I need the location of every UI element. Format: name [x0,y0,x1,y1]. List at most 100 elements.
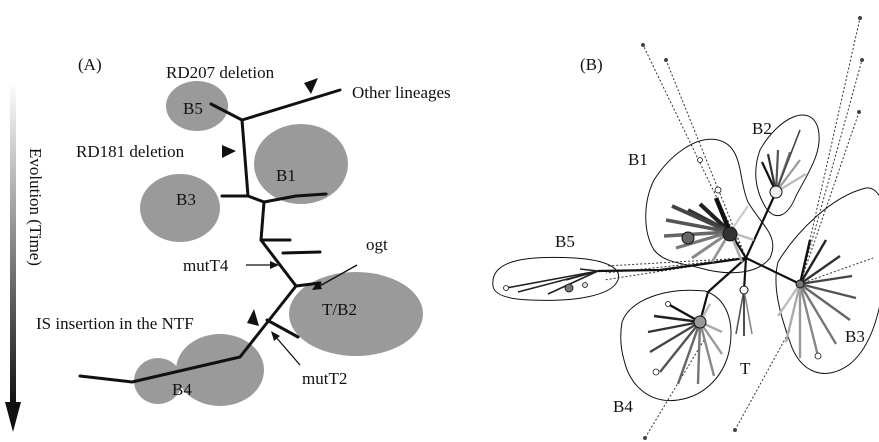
backbone-edge [742,257,748,291]
blob-b3 [140,174,220,242]
mutT2-arrowhead-icon [271,331,280,341]
spoke [713,197,733,233]
node [697,157,703,163]
mutT2-arrow-line [274,335,301,366]
dotted-branch [644,339,705,439]
group-b3-label: B3 [176,190,196,209]
network-b5-label: B5 [555,232,575,251]
group-b5-label: B5 [183,99,203,118]
strand [547,270,599,295]
node-t-group [735,285,753,336]
cluster-outline-b5 [492,256,620,301]
spoke [799,283,851,321]
cluster-outline-b4 [620,289,732,402]
spoke [799,282,857,300]
rd207-label: RD207 deletion [166,63,275,82]
node [652,368,660,376]
spoke [799,255,841,285]
rd181-marker-icon [222,145,236,158]
star-b3 [777,239,857,358]
dotted-branches [603,17,874,439]
spoke [663,230,731,238]
backbone-edge [659,256,747,272]
time-gradient-bar [10,82,16,405]
backbone-edge [744,191,778,259]
spoke [675,230,731,250]
strand [505,270,599,289]
cluster-b5-strands [505,268,599,295]
endpoint-dot [860,58,864,62]
strand [579,268,599,272]
cluster-outline-b3 [775,187,879,374]
mutT4-label: mutT4 [183,256,229,275]
spoke [798,239,828,285]
blob-b4-large [176,334,264,406]
panel-a: (A) Evolution (Time) [5,55,451,432]
spoke [696,321,702,385]
rd207-marker-icon [304,78,318,94]
time-axis-label: Evolution (Time) [26,148,45,266]
cluster-outline-b1 [645,138,774,274]
group-tb2-label: T/B2 [322,300,357,319]
lineage-blobs [134,81,423,406]
endpoint-dot [857,110,861,114]
lineage-tree [78,88,342,384]
hub-node [693,315,707,329]
star-b2 [761,129,807,199]
is-insertion-label: IS insertion in the NTF [36,314,194,333]
time-arrowhead-icon [5,402,21,432]
spoke [775,159,801,193]
ogt-arrowhead-icon [312,281,322,290]
dotted-branch [799,111,860,285]
network-b4-label: B4 [613,397,633,416]
is-insertion-marker-icon [247,309,259,326]
network-b2-label: B2 [752,119,772,138]
node [681,231,695,245]
blob-b1 [254,124,348,204]
spoke [671,204,731,234]
node [503,285,509,291]
spoke [743,289,753,335]
branch-mid [281,250,322,255]
spoke [775,129,801,193]
spoke [649,320,701,354]
cluster-outline-b2 [755,114,820,217]
dotted-branch [605,257,747,267]
endpoint-dots [641,16,864,440]
spoke [798,239,812,285]
star-b1 [663,197,755,263]
spoke [774,149,780,193]
node [814,352,822,360]
dotted-branch [799,59,863,285]
hub-node [722,226,738,242]
panel-a-label: (A) [78,55,102,74]
spoke [653,314,701,324]
spoke [698,321,716,377]
endpoint-dot [858,16,862,20]
hub-node [795,279,805,289]
network-t-label: T [740,359,751,378]
branch-mutT2 [265,318,300,339]
backbone-edge [745,257,801,285]
dotted-branch [642,44,747,259]
other-lineages-label: Other lineages [352,83,451,102]
group-b1-label: B1 [276,166,296,185]
backbone-edge [707,257,747,293]
hub-node [769,185,783,199]
spoke [665,218,731,234]
endpoint-dot [643,436,647,440]
mutT4-arrowhead-icon [270,261,279,269]
endpoint-dot [641,43,645,47]
spoke [659,321,701,373]
spoke [676,321,702,385]
mutT2-label: mutT2 [302,369,347,388]
spoke [798,283,820,357]
dotted-branch [799,257,874,285]
dotted-branch [665,59,747,259]
group-b4-label: B4 [172,380,192,399]
spoke [784,283,802,343]
node [714,186,722,194]
endpoint-dot [733,428,737,432]
network-b1-label: B1 [628,150,648,169]
